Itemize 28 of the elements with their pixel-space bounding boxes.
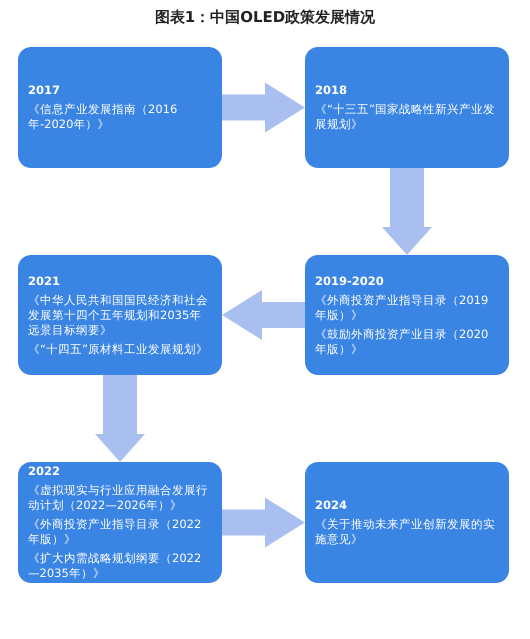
policy-title: 《扩大内需战略规划纲要（2022—2035年）》: [28, 551, 202, 581]
year-label: 2021: [28, 274, 62, 288]
chart-title: 图表1：中国OLED政策发展情况: [154, 8, 376, 27]
policy-title: 《“十四五”原材料工业发展规划》: [28, 342, 209, 356]
timeline-box: [305, 47, 509, 168]
block-arrow: [222, 290, 305, 340]
policy-title: 《信息产业发展指南（2016年-2020年）》: [28, 102, 178, 132]
policy-title: 《鼓励外商投资产业目录（2020年版）》: [315, 326, 490, 356]
timeline-box: [305, 255, 509, 375]
block-arrow: [95, 375, 145, 462]
timeline-box: [18, 47, 222, 168]
policy-title: 《关于推动未来产业创新发展的实施意见》: [315, 517, 496, 547]
year-label: 2019-2020: [315, 274, 385, 288]
year-label: 2018: [315, 83, 348, 98]
policy-title: 《虚拟现实与行业应用融合发展行动计划（2022—2026年）》: [28, 483, 209, 513]
year-label: 2022: [28, 464, 62, 479]
block-arrow: [382, 168, 432, 255]
policy-title: 《中华人民共和国国民经济和社会发展第十四个五年规划和2035年远景目标纲要》: [28, 292, 209, 338]
timeline-box: [305, 462, 509, 583]
policy-title: 《“十三五”国家战略性新兴产业发展规划》: [315, 102, 496, 132]
year-label: 2017: [28, 83, 62, 98]
policy-title: 《外商投资产业指导目录（2022年版）》: [28, 517, 202, 547]
block-arrow: [222, 82, 305, 132]
timeline-box: [18, 462, 222, 583]
timeline-box: [18, 255, 222, 375]
policy-title: 《外商投资产业指导目录（2019年版）》: [315, 292, 490, 322]
block-arrow: [222, 498, 305, 548]
year-label: 2024: [315, 498, 348, 513]
